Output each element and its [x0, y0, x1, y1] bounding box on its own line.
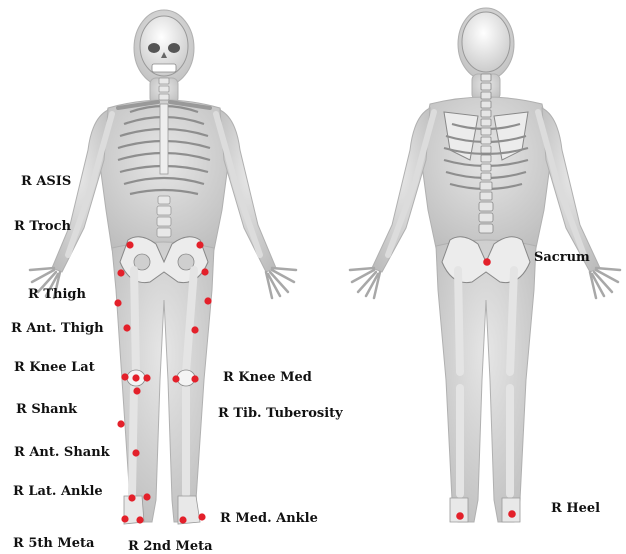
label-r-shank: R Shank — [16, 403, 77, 416]
marker-l-knee-lat — [172, 375, 179, 382]
marker-r-lat-ankle — [128, 494, 135, 501]
label-r-thigh: R Thigh — [28, 288, 86, 301]
label-r-lat-ankle: R Lat. Ankle — [13, 485, 103, 498]
marker-r-ant-thigh — [123, 324, 130, 331]
marker-r-thigh — [114, 299, 121, 306]
marker-r-5th-meta — [121, 515, 128, 522]
label-r-ant-shank: R Ant. Shank — [14, 446, 110, 459]
marker-sacrum — [483, 258, 491, 266]
label-r-2nd-meta: R 2nd Meta — [128, 540, 213, 553]
back-skull — [462, 12, 510, 72]
label-r-med-ankle: R Med. Ankle — [220, 512, 318, 525]
marker-r-troch — [117, 269, 124, 276]
label-r-knee-lat: R Knee Lat — [14, 361, 95, 374]
marker-r-asis — [126, 241, 133, 248]
label-r-troch: R Troch — [14, 220, 71, 233]
marker-r-heel — [456, 512, 464, 520]
label-sacrum: Sacrum — [534, 251, 590, 264]
marker-r-knee-lat — [121, 373, 128, 380]
marker-l-5th-meta — [179, 516, 186, 523]
front-skull — [140, 16, 188, 76]
marker-r-shank — [117, 420, 124, 427]
marker-r-med-ankle-inner — [143, 493, 150, 500]
marker-r-tib-tuberosity — [133, 387, 140, 394]
marker-l-heel — [508, 510, 516, 518]
marker-r-knee-center — [132, 374, 139, 381]
marker-l-knee-med — [191, 375, 198, 382]
marker-l-ant-thigh — [191, 326, 198, 333]
label-r-5th-meta: R 5th Meta — [13, 537, 94, 550]
marker-r-med-ankle — [198, 513, 205, 520]
label-r-tib-tuberosity: R Tib. Tuberosity — [218, 407, 343, 420]
marker-l-troch — [201, 268, 208, 275]
marker-r-knee-med — [143, 374, 150, 381]
label-r-ant-thigh: R Ant. Thigh — [11, 322, 104, 335]
label-r-heel: R Heel — [551, 502, 600, 515]
marker-l-asis — [196, 241, 203, 248]
marker-l-thigh — [204, 297, 211, 304]
marker-r-2nd-meta — [136, 516, 143, 523]
front-feet — [124, 496, 200, 524]
label-r-asis: R ASIS — [21, 175, 71, 188]
label-r-knee-med: R Knee Med — [223, 371, 312, 384]
marker-r-ant-shank — [132, 449, 139, 456]
